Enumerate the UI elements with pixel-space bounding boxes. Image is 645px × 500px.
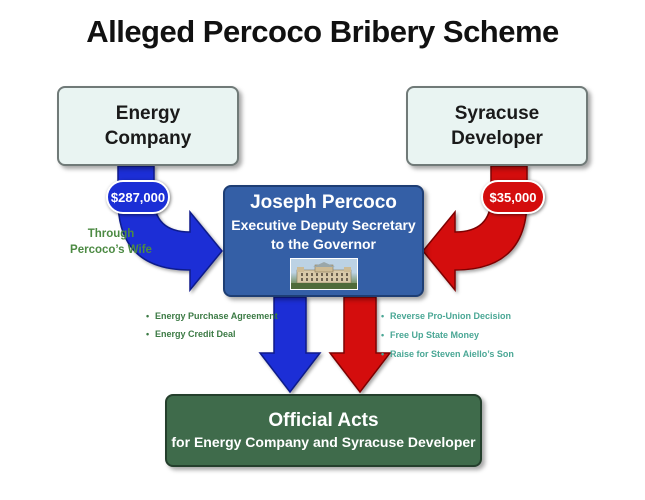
energy-act-2: Energy Credit Deal bbox=[155, 329, 236, 339]
diagram-title: Alleged Percoco Bribery Scheme bbox=[86, 14, 559, 49]
syracuse-developer-box: Syracuse Developer bbox=[406, 86, 588, 166]
list-item: •Energy Purchase Agreement bbox=[146, 311, 278, 321]
through-wife-line1: Through bbox=[87, 228, 135, 240]
through-wife-line2: Percoco’s Wife bbox=[70, 244, 152, 256]
percoco-name: Joseph Percoco bbox=[250, 192, 397, 213]
capitol-building-image bbox=[289, 258, 358, 290]
percoco-role-line2: to the Governor bbox=[270, 236, 376, 252]
official-acts-subtitle: for Energy Company and Syracuse Develope… bbox=[171, 434, 476, 450]
energy-acts-arrow bbox=[258, 296, 322, 394]
syracuse-act-1: Reverse Pro-Union Decision bbox=[390, 311, 512, 321]
syracuse-acts-arrow bbox=[328, 296, 392, 394]
official-acts-title: Official Acts bbox=[268, 410, 379, 431]
syracuse-developer-label-line1: Syracuse bbox=[454, 103, 540, 124]
syracuse-act-2: Free Up State Money bbox=[390, 330, 480, 340]
syracuse-payment-badge: $35,000 bbox=[481, 180, 545, 214]
list-item: •Free Up State Money bbox=[381, 330, 480, 340]
percoco-box: Joseph Percoco Executive Deputy Secretar… bbox=[223, 185, 424, 297]
official-acts-box: Official Acts for Energy Company and Syr… bbox=[165, 394, 482, 467]
syracuse-acts-list: •Reverse Pro-Union Decision •Free Up Sta… bbox=[381, 307, 514, 364]
list-item: •Reverse Pro-Union Decision bbox=[381, 311, 512, 321]
syracuse-developer-label-line2: Developer bbox=[451, 128, 543, 149]
syracuse-act-3: Raise for Steven Aiello’s Son bbox=[390, 349, 514, 359]
energy-payment-badge: $287,000 bbox=[106, 180, 170, 214]
percoco-role-line1: Executive Deputy Secretary bbox=[231, 217, 416, 233]
energy-act-1: Energy Purchase Agreement bbox=[155, 311, 278, 321]
through-wife-note: Through Percoco’s Wife bbox=[52, 226, 170, 258]
energy-company-box: Energy Company bbox=[57, 86, 239, 166]
list-item: •Energy Credit Deal bbox=[146, 329, 236, 339]
energy-company-label-line1: Energy bbox=[115, 103, 181, 124]
energy-acts-list: •Energy Purchase Agreement •Energy Credi… bbox=[146, 307, 278, 343]
energy-company-label-line2: Company bbox=[104, 128, 192, 149]
list-item: •Raise for Steven Aiello’s Son bbox=[381, 349, 514, 359]
